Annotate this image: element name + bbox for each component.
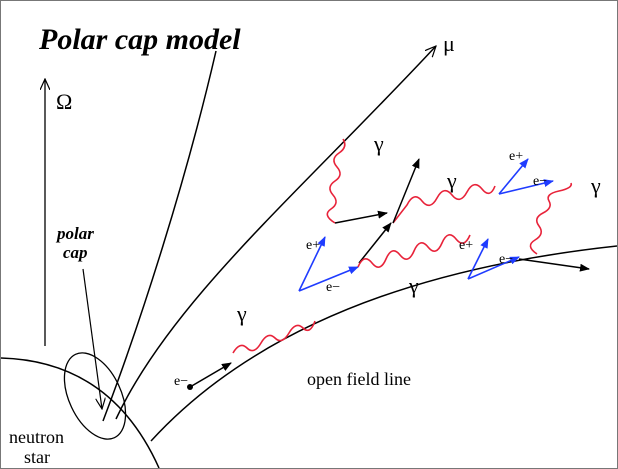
pair-3-electron-label: e− <box>533 174 547 189</box>
photon-1 <box>232 320 316 354</box>
pair-3-positron-arrow <box>498 158 529 195</box>
photon-5 <box>529 182 573 255</box>
pair-1-positron-label: e+ <box>306 238 320 253</box>
polar-cap-label-1: polar <box>55 224 94 243</box>
primary-electron-arrow <box>189 362 232 388</box>
primary-electron-label: e− <box>174 374 188 389</box>
photon-4 <box>392 183 496 224</box>
pair-1-electron-label: e− <box>326 280 340 295</box>
pair-2-electron-label: e− <box>499 252 513 267</box>
pair-2-electron-arrow <box>467 256 520 280</box>
open-field-line <box>150 245 617 442</box>
pair-3-electron-arrow <box>498 179 554 195</box>
secondary-positron-arrow <box>334 210 388 224</box>
polar-cap-region <box>63 352 127 440</box>
photon-4-label: γ <box>446 168 457 193</box>
pair-1-positron-arrow <box>298 236 326 292</box>
neutron-star-surface <box>1 357 160 468</box>
photon-3 <box>357 234 471 268</box>
mu-label: μ <box>443 31 455 56</box>
pair-3-positron-label: e+ <box>509 149 523 164</box>
magnetic-axis-line <box>115 46 436 420</box>
secondary-electron-arrow <box>358 222 392 264</box>
pair-2-positron-arrow <box>467 238 489 280</box>
polar-cap-label-2: cap <box>63 243 88 262</box>
pair-1-electron-arrow <box>298 266 359 292</box>
photon-2 <box>326 138 346 224</box>
photon-3-label: γ <box>408 273 419 298</box>
photon-5-label: γ <box>590 173 601 198</box>
photon-1-label: γ <box>236 301 247 326</box>
neutron-star-label-2: star <box>24 447 50 467</box>
polar-cap-pointer-arrow <box>82 268 102 409</box>
open-field-line-label: open field line <box>307 369 411 389</box>
pair-2-secondary-arrow <box>518 258 590 272</box>
field-line-inner <box>102 50 217 422</box>
photon-2-label: γ <box>373 131 384 156</box>
diagram-title: Polar cap model <box>38 23 241 56</box>
neutron-star-label-1: neutron <box>9 427 64 447</box>
secondary-photon-arrow <box>392 158 420 224</box>
omega-label: Ω <box>56 89 72 114</box>
pair-2-positron-label: e+ <box>459 238 473 253</box>
